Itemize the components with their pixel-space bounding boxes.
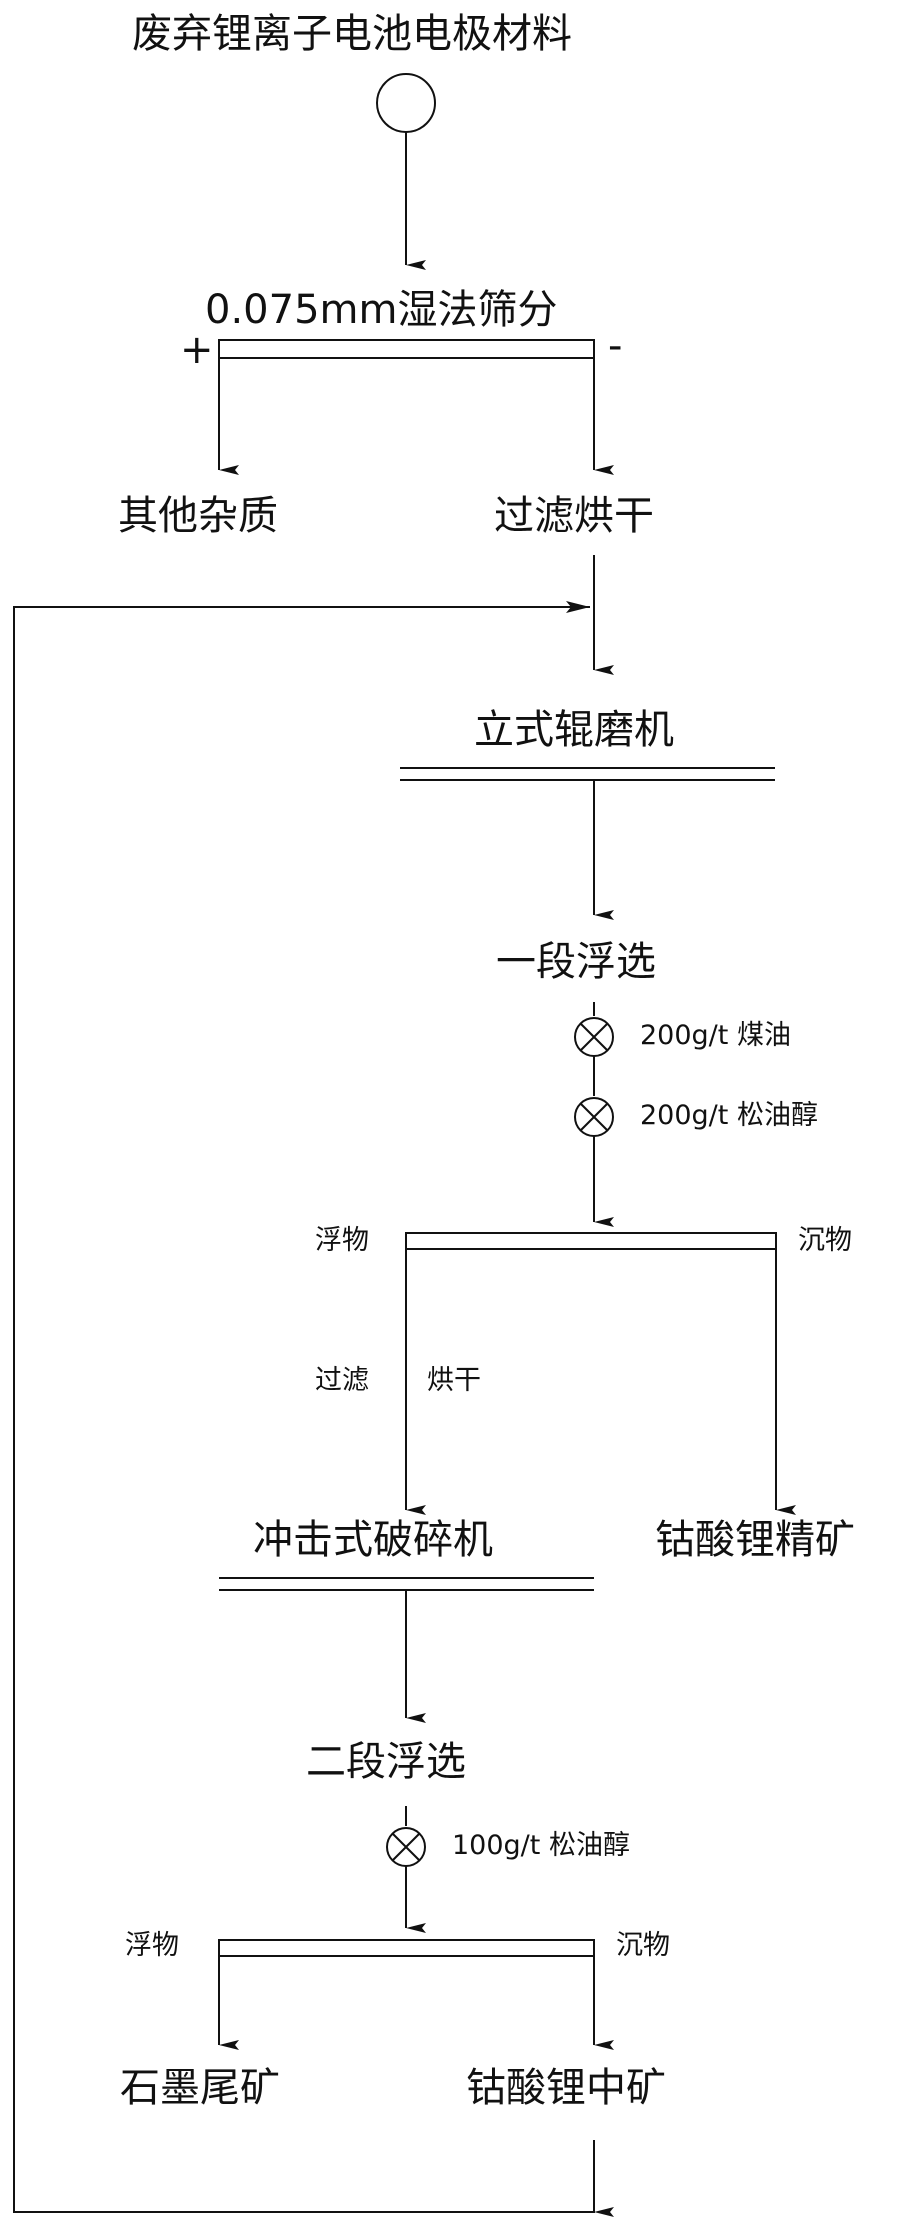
graphite-tailings-product: 石墨尾矿 <box>120 2065 280 2111</box>
flotation2-sink-label: 沉物 <box>616 1930 670 1961</box>
oversize-product: 其他杂质 <box>118 493 278 539</box>
roller-mill-label: 立式辊磨机 <box>474 707 674 753</box>
flotation2-split-bar <box>218 1939 595 1957</box>
filter-dry-step: 过滤烘干 <box>494 493 654 539</box>
flotation1-float-label: 浮物 <box>315 1225 369 1256</box>
filter-label: 过滤 <box>315 1365 369 1396</box>
crusher-label: 冲击式破碎机 <box>253 1517 493 1563</box>
licoo2-concentrate-product: 钴酸锂精矿 <box>655 1517 855 1563</box>
screen-minus-sign: - <box>608 323 623 369</box>
flotation1-label: 一段浮选 <box>496 939 656 985</box>
flotation2-label: 二段浮选 <box>306 1739 466 1785</box>
licoo2-middlings-product: 钴酸锂中矿 <box>466 2065 666 2111</box>
flotation1-sink-label: 沉物 <box>798 1225 852 1256</box>
flotation1-reagent-1: 200g/t 煤油 <box>640 1020 791 1051</box>
screen-bar <box>218 339 595 359</box>
screen-plus-sign: + <box>180 327 214 373</box>
flotation1-reagent-2: 200g/t 松油醇 <box>640 1100 818 1131</box>
feed-source-circle <box>376 73 436 133</box>
flotation2-reagent-1: 100g/t 松油醇 <box>452 1830 630 1861</box>
diagram-title: 废弃锂离子电池电极材料 <box>132 11 572 57</box>
flotation1-split-bar <box>405 1232 777 1250</box>
dry-label: 烘干 <box>427 1365 481 1396</box>
flotation2-float-label: 浮物 <box>125 1930 179 1961</box>
screening-label: 0.075mm湿法筛分 <box>205 287 558 333</box>
recycle-loop-line <box>13 601 595 2213</box>
